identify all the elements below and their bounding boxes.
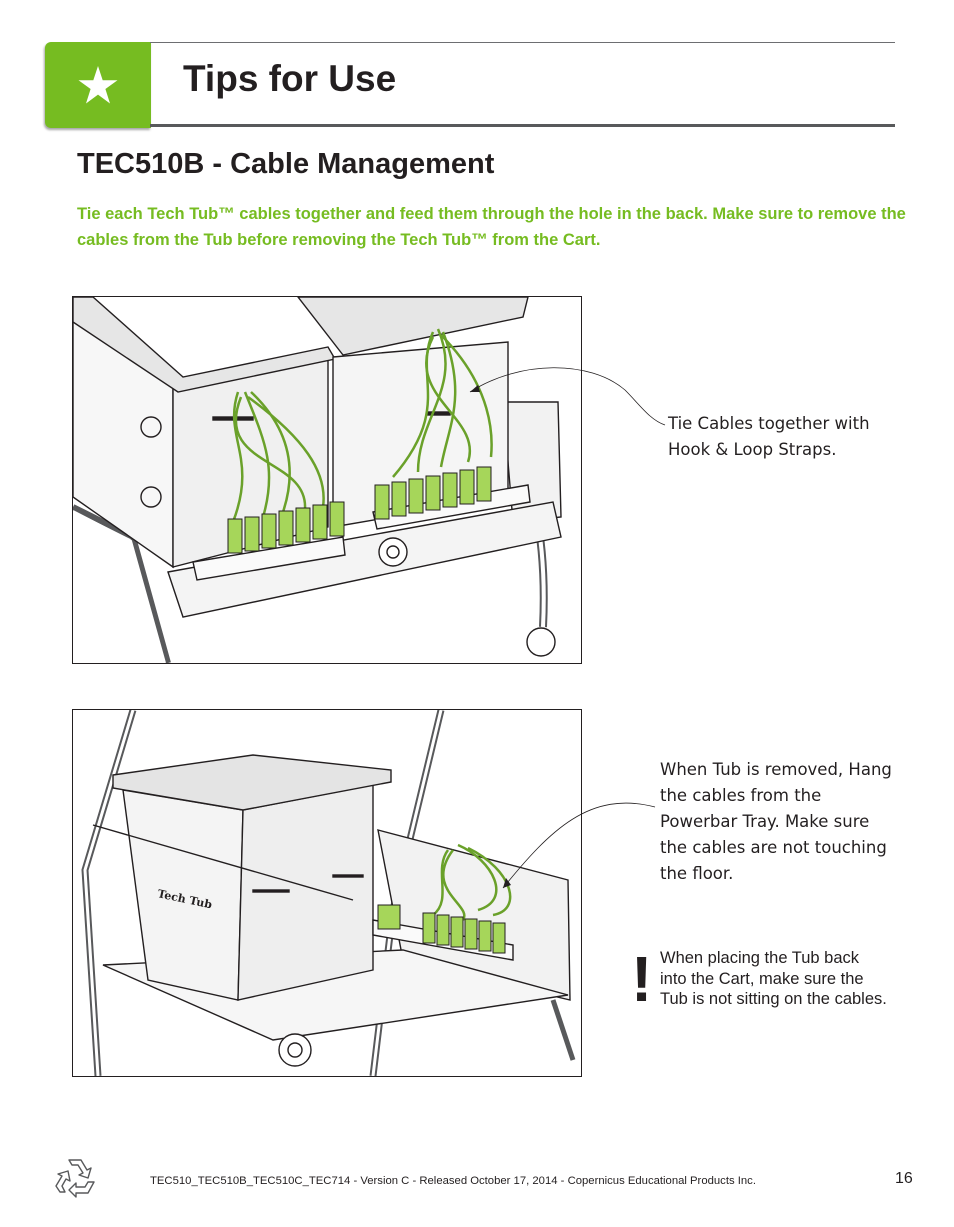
warning-icon: ! bbox=[631, 943, 653, 1015]
header-rule-bottom bbox=[150, 124, 895, 127]
intro-text: Tie each Tech Tub™ cables together and f… bbox=[77, 205, 906, 249]
figure-tub-removed: Tech Tub bbox=[72, 709, 582, 1077]
callout-tie-cables: Tie Cables together with Hook & Loop Str… bbox=[668, 414, 870, 459]
figure-cables-tied bbox=[72, 296, 582, 664]
header-icon-box bbox=[45, 42, 151, 128]
footer-text: TEC510_TEC510B_TEC510C_TEC714 - Version … bbox=[150, 1175, 756, 1187]
page-title: Tips for Use bbox=[183, 58, 397, 99]
callout-hang-cables: When Tub is removed, Hang the cables fro… bbox=[660, 760, 892, 883]
section-title: TEC510B - Cable Management bbox=[77, 148, 495, 180]
cart-with-tubs-illustration bbox=[73, 297, 562, 663]
warning-text: When placing the Tub back into the Cart,… bbox=[660, 949, 887, 1008]
header-rule-top bbox=[150, 42, 895, 43]
star-icon bbox=[78, 66, 118, 104]
page-number: 16 bbox=[895, 1170, 913, 1187]
recycle-icon bbox=[55, 1159, 95, 1198]
cart-tub-removed-illustration: Tech Tub bbox=[81, 710, 576, 1076]
